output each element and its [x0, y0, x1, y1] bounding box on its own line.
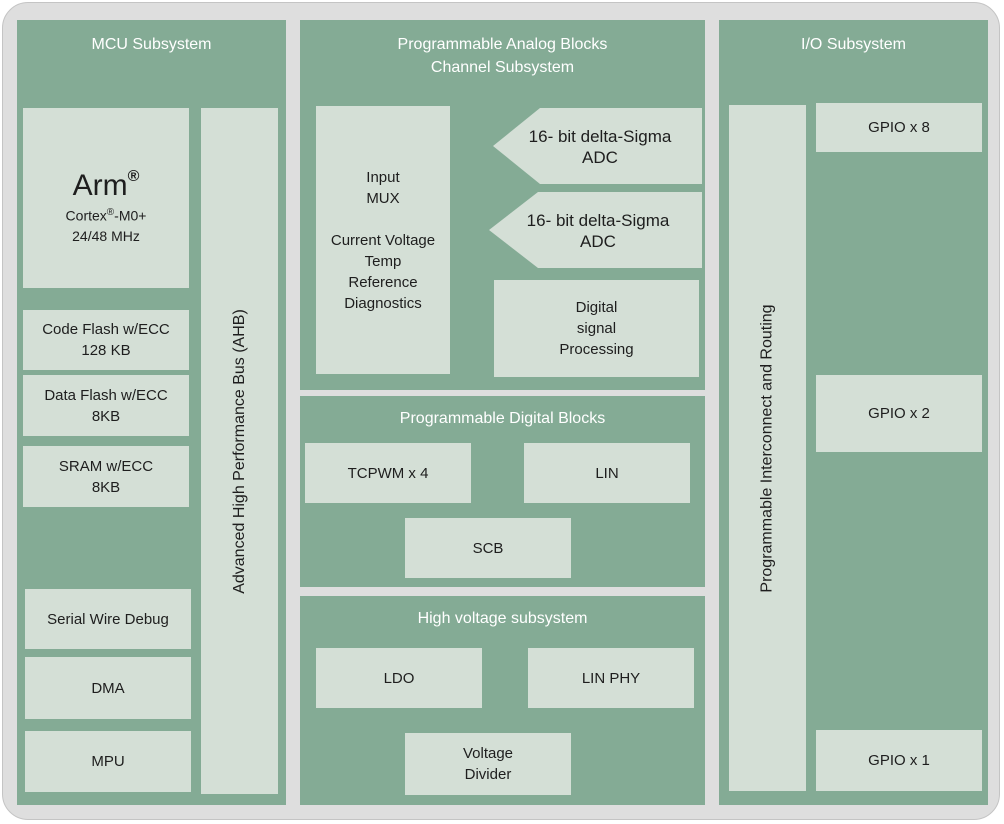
- mpu-block: MPU: [25, 731, 191, 792]
- gpio-x1-block: GPIO x 1: [816, 730, 982, 791]
- adc-1-shape: [493, 108, 702, 184]
- gpio-x2-block: GPIO x 2: [816, 375, 982, 452]
- arm-core-name: Cortex®-M0+: [65, 207, 147, 224]
- lin-phy-block: LIN PHY: [528, 648, 694, 708]
- tcpwm-block: TCPWM x 4: [305, 443, 471, 503]
- analog-subsystem-title: Programmable Analog Blocks Channel Subsy…: [397, 36, 608, 76]
- programmable-routing-label: Programmable Interconnect and Routing: [759, 303, 777, 593]
- programmable-routing-block: Programmable Interconnect and Routing: [729, 105, 806, 791]
- code-flash-block: Code Flash w/ECC 128 KB: [23, 310, 189, 370]
- mcu-subsystem-title: MCU Subsystem: [91, 36, 212, 53]
- arm-clock-speed: 24/48 MHz: [72, 227, 140, 244]
- ldo-block: LDO: [316, 648, 482, 708]
- arm-cortex-block: Arm® Cortex®-M0+ 24/48 MHz: [23, 108, 189, 288]
- digital-blocks-title: Programmable Digital Blocks: [399, 410, 606, 427]
- data-flash-block: Data Flash w/ECC 8KB: [23, 375, 189, 436]
- gpio-x8-block: GPIO x 8: [816, 103, 982, 152]
- lin-block: LIN: [524, 443, 690, 503]
- adc-1-label: 16- bit delta-Sigma ADC: [528, 127, 672, 167]
- adc-2-shape: [489, 192, 702, 268]
- dsp-block: Digital signal Processing: [494, 280, 699, 377]
- arm-brand: Arm®: [72, 168, 140, 202]
- ahb-bus-block: Advanced High Performance Bus (AHB): [201, 108, 278, 794]
- input-mux-diagnostics-block: Input MUX Current Voltage Temp Reference…: [316, 106, 450, 374]
- sram-block: SRAM w/ECC 8KB: [23, 446, 189, 507]
- voltage-divider-block: Voltage Divider: [405, 733, 571, 795]
- io-subsystem-title: I/O Subsystem: [801, 36, 906, 53]
- serial-wire-debug-block: Serial Wire Debug: [25, 589, 191, 649]
- high-voltage-title: High voltage subsystem: [417, 610, 588, 627]
- adc-2-label: 16- bit delta-Sigma ADC: [526, 211, 670, 251]
- scb-block: SCB: [405, 518, 571, 578]
- dma-block: DMA: [25, 657, 191, 719]
